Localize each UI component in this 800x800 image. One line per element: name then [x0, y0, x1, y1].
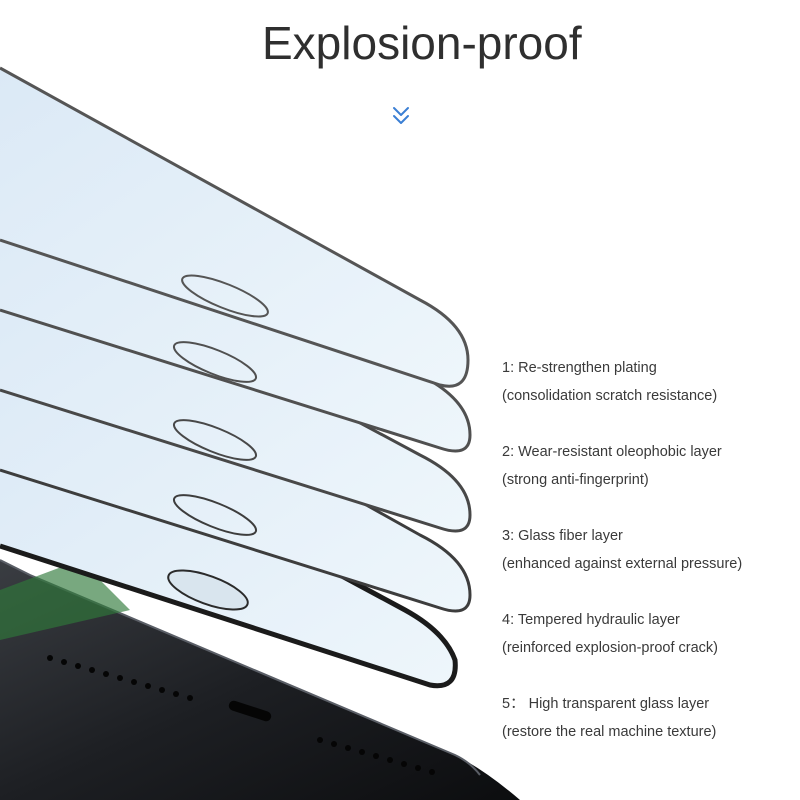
layer-name: 5： High transparent glass layer	[502, 696, 710, 712]
title-area: Explosion-proof	[0, 0, 800, 80]
page-title: Explosion-proof	[262, 17, 582, 69]
layer-item-3: 3: Glass fiber layer (enhanced against e…	[502, 526, 798, 574]
layer-item-1: 1: Re-strengthen plating (consolidation …	[502, 358, 798, 406]
layer-item-5: 5： High transparent glass layer (restore…	[502, 694, 798, 742]
double-chevron-down-icon	[393, 107, 409, 124]
layer-desc: (restore the real machine texture)	[502, 724, 717, 740]
layer-name: 4: Tempered hydraulic layer	[502, 612, 680, 628]
speaker-grille	[47, 655, 435, 775]
layer-desc: (enhanced against external pressure)	[502, 556, 743, 572]
layer-desc: (reinforced explosion-proof crack)	[502, 640, 718, 656]
glass-layers	[0, 66, 472, 689]
layer-name: 2: Wear-resistant oleophobic layer	[502, 444, 722, 460]
layer-item-2: 2: Wear-resistant oleophobic layer (stro…	[502, 442, 798, 490]
layer-name: 3: Glass fiber layer	[502, 528, 623, 544]
charging-port	[228, 700, 272, 722]
layer-name: 1: Re-strengthen plating	[502, 360, 657, 376]
layer-item-4: 4: Tempered hydraulic layer (reinforced …	[502, 610, 798, 658]
layer-desc: (consolidation scratch resistance)	[502, 388, 718, 404]
layer-desc: (strong anti-fingerprint)	[502, 472, 649, 488]
